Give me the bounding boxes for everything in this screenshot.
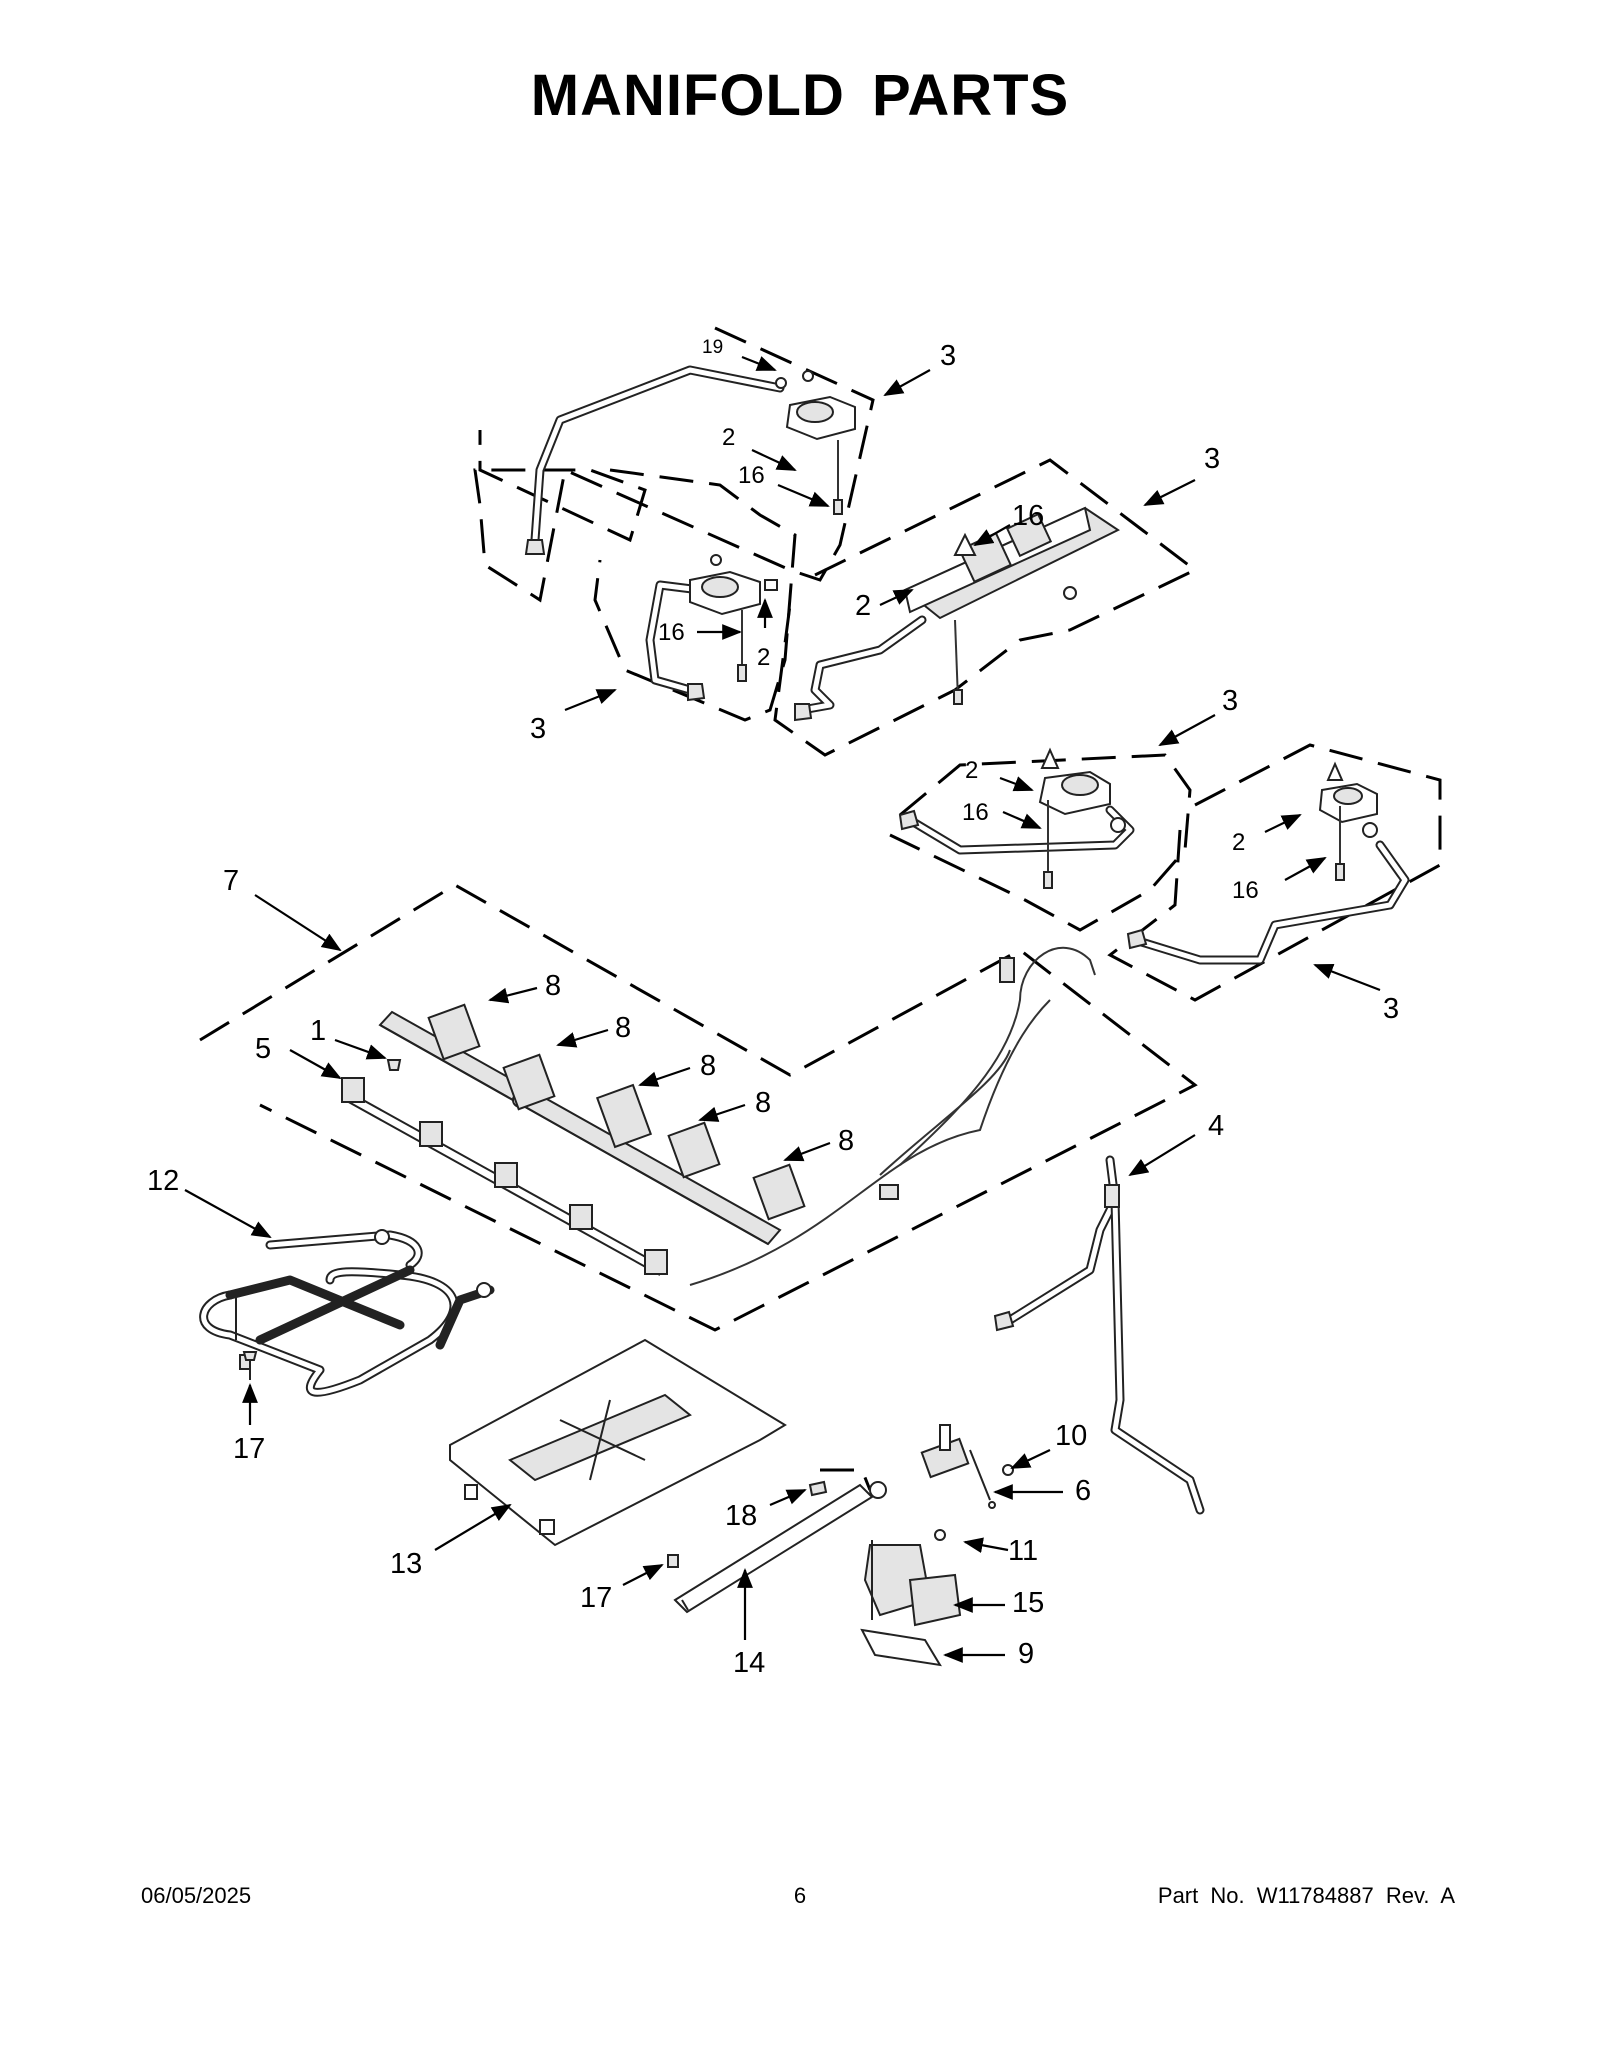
broil-burner [199, 1229, 495, 1397]
callout-14: 14 [733, 1647, 765, 1679]
callout-7: 7 [223, 865, 239, 897]
callout-2-burner-e: 2 [1232, 829, 1245, 856]
callout-3-center: 3 [1204, 443, 1220, 475]
callout-2-center: 2 [855, 590, 871, 622]
gas-supply-tube [993, 1155, 1205, 1515]
page-title: MANIFOLD PARTS [530, 63, 1070, 128]
callout-5: 5 [255, 1033, 271, 1065]
callout-17-bottom: 17 [580, 1582, 612, 1614]
callout-labels: 19 3 2 16 3 16 2 16 2 3 3 2 16 2 16 3 7 … [147, 337, 1399, 1679]
manifold-assembly [199, 883, 1198, 1332]
callout-8-e: 8 [838, 1125, 854, 1157]
callout-2-burner-d: 2 [965, 757, 978, 784]
burner-assembly-b [593, 468, 797, 722]
callout-16-top: 16 [738, 462, 765, 489]
callout-2-left: 2 [757, 644, 770, 671]
callout-16-burner-d: 16 [962, 799, 989, 826]
callout-12: 12 [147, 1165, 179, 1197]
callout-2-top: 2 [722, 424, 735, 451]
screw-18 [808, 1480, 828, 1497]
callout-18: 18 [725, 1500, 757, 1532]
callout-1: 1 [310, 1015, 326, 1047]
screw-17-bottom [667, 1554, 679, 1568]
callout-19: 19 [702, 337, 723, 358]
callout-8-c: 8 [700, 1050, 716, 1082]
callout-8-d: 8 [755, 1087, 771, 1119]
burner-assembly-a [473, 326, 875, 603]
bake-burner [673, 1468, 887, 1614]
callout-3-top: 3 [940, 340, 956, 372]
footer-date: 06/05/2025 [141, 1883, 252, 1908]
callout-arrows [184, 355, 1381, 1663]
callout-16-left: 16 [658, 619, 685, 646]
callout-4: 4 [1208, 1110, 1224, 1142]
burner-assembly-d [889, 747, 1192, 932]
callout-3-bottom-right: 3 [1383, 993, 1399, 1025]
callout-6: 6 [1075, 1475, 1091, 1507]
baffle-plate [449, 1338, 787, 1547]
burner-assembly-e [1107, 743, 1442, 1002]
callout-9: 9 [1018, 1638, 1034, 1670]
callout-16-center: 16 [1012, 500, 1044, 532]
screw-17-left [242, 1351, 258, 1380]
callout-10: 10 [1055, 1420, 1087, 1452]
callout-15: 15 [1012, 1587, 1044, 1619]
callout-3-right-mid: 3 [1222, 685, 1238, 717]
callout-17-left: 17 [233, 1433, 265, 1465]
callout-11: 11 [1008, 1535, 1038, 1567]
footer-page-number: 6 [793, 1883, 807, 1908]
callout-8-b: 8 [615, 1012, 631, 1044]
footer-part-number: Part No. W11784887 Rev. A [1157, 1883, 1455, 1908]
callout-8-a: 8 [545, 970, 561, 1002]
callout-13: 13 [390, 1548, 422, 1580]
safety-valve-assembly [860, 1424, 1014, 1667]
callout-16-burner-e: 16 [1232, 877, 1259, 904]
callout-3-left: 3 [530, 713, 546, 745]
